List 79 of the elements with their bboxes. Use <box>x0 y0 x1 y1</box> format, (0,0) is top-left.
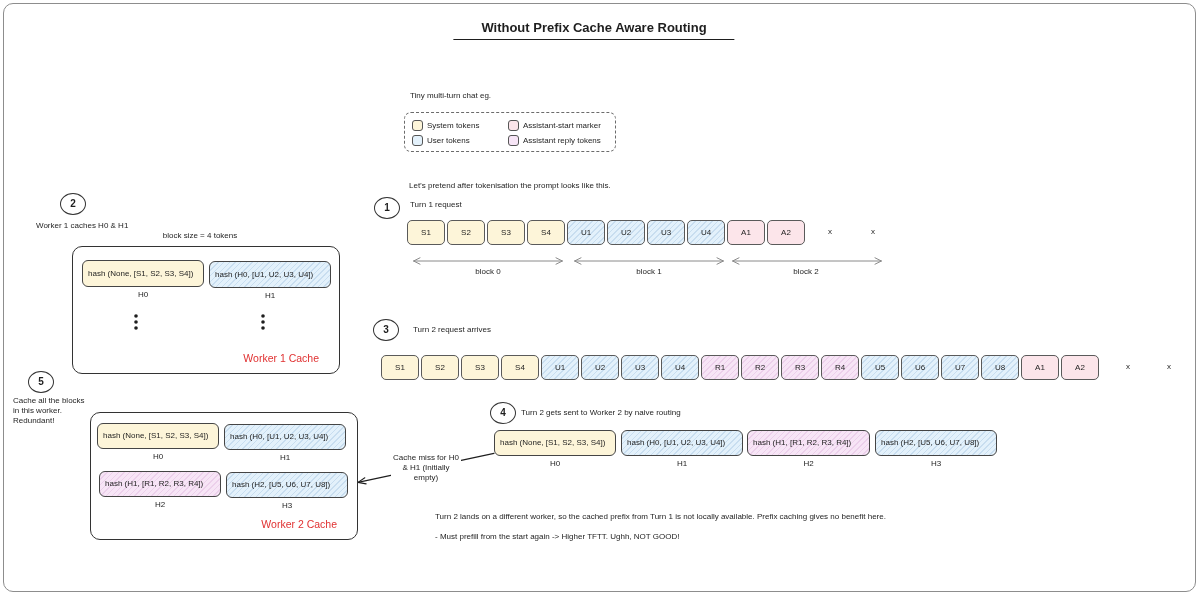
hash-label: H3 <box>930 459 942 469</box>
hash-label: H3 <box>281 501 293 511</box>
token-box: R3 <box>781 355 819 380</box>
note-text: Turn 2 lands on a different worker, so the cached prefix from Turn 1 is not locally available. Prefix caching gives no benefit here. <box>435 512 886 522</box>
token-box: R4 <box>821 355 859 380</box>
caption-text: Let’s pretend after tokenisation the prompt looks like this. <box>409 181 611 191</box>
token-box: R1 <box>701 355 739 380</box>
caption-text: Tiny multi-turn chat eg. <box>410 91 492 101</box>
note-text: block size = 4 tokens <box>162 231 238 241</box>
dimension-label: block 2 <box>793 267 819 277</box>
token-box: A2 <box>1061 355 1099 380</box>
legend-label: Assistant-start marker <box>523 120 601 131</box>
hash-label: H2 <box>803 459 814 469</box>
token-box: A1 <box>1021 355 1059 380</box>
hash-box: hash (H0, [U1, U2, U3, U4]) <box>209 261 331 288</box>
step-circle: 2 <box>60 193 86 215</box>
token-box: S1 <box>381 355 419 380</box>
hash-box: hash (H0, [U1, U2, U3, U4]) <box>224 424 346 450</box>
token-box: S4 <box>527 220 565 245</box>
cache-panel <box>72 246 340 374</box>
token-box: U7 <box>941 355 979 380</box>
step-caption: Turn 2 request arrives <box>413 325 491 335</box>
token-box: U4 <box>687 220 725 245</box>
panel-title: Worker 1 Cache <box>243 352 319 364</box>
hash-box: hash (H1, [R1, R2, R3, R4]) <box>747 430 870 456</box>
token-box: S2 <box>447 220 485 245</box>
step-caption: Turn 2 gets sent to Worker 2 by naive routing <box>521 408 681 418</box>
step-circle: 3 <box>373 319 399 341</box>
dimension-label: block 0 <box>475 267 501 277</box>
hash-label: H2 <box>154 500 166 510</box>
panel-title: Worker 2 Cache <box>261 518 337 530</box>
legend-label: System tokens <box>427 120 480 131</box>
hash-label: H0 <box>549 459 561 469</box>
hash-box: hash (None, [S1, S2, S3, S4]) <box>97 423 219 449</box>
hash-box: hash (H2, [U5, U6, U7, U8]) <box>226 472 348 498</box>
hash-label: H0 <box>137 290 149 300</box>
token-box: U3 <box>621 355 659 380</box>
token-box: S3 <box>461 355 499 380</box>
step-circle: 5 <box>28 371 54 393</box>
step-caption: Worker 1 caches H0 & H1 <box>36 221 129 231</box>
step-circle: 1 <box>374 197 400 219</box>
token-box: A2 <box>767 220 805 245</box>
token-box: U3 <box>647 220 685 245</box>
legend-label: User tokens <box>427 135 470 146</box>
token-box: U4 <box>661 355 699 380</box>
token-box: S4 <box>501 355 539 380</box>
step-caption: Cache all the blocks in this worker. Redundant! <box>13 396 86 426</box>
note-text: - Must prefill from the start again -> Higher TFTT. Ughh, NOT GOOD! <box>435 532 680 542</box>
token-box: S1 <box>407 220 445 245</box>
empty-slot-mark: x <box>871 227 875 237</box>
token-box: U1 <box>541 355 579 380</box>
hash-box: hash (H0, [U1, U2, U3, U4]) <box>621 430 743 456</box>
hash-label: H1 <box>264 291 276 301</box>
hash-label: H0 <box>152 452 164 462</box>
token-box: S3 <box>487 220 525 245</box>
token-box: A1 <box>727 220 765 245</box>
token-box: U6 <box>901 355 939 380</box>
empty-slot-mark: x <box>1167 362 1171 372</box>
diagram-title: Without Prefix Cache Aware Routing <box>453 20 735 40</box>
hash-box: hash (None, [S1, S2, S3, S4]) <box>82 260 204 287</box>
hash-box: hash (None, [S1, S2, S3, S4]) <box>494 430 616 456</box>
token-box: U8 <box>981 355 1019 380</box>
hash-label: H1 <box>676 459 688 469</box>
token-box: U5 <box>861 355 899 380</box>
empty-slot-mark: x <box>828 227 832 237</box>
hash-label: H1 <box>279 453 291 463</box>
token-box: S2 <box>421 355 459 380</box>
token-box: R2 <box>741 355 779 380</box>
token-box: U2 <box>581 355 619 380</box>
step-caption: Turn 1 request <box>410 200 462 210</box>
cache-panel <box>90 412 358 540</box>
empty-slot-mark: x <box>1126 362 1130 372</box>
hash-box: hash (H1, [R1, R2, R3, R4]) <box>99 471 221 497</box>
step-circle: 4 <box>490 402 516 424</box>
token-box: U1 <box>567 220 605 245</box>
token-box: U2 <box>607 220 645 245</box>
legend-label: Assistant reply tokens <box>523 135 601 146</box>
hash-box: hash (H2, [U5, U6, U7, U8]) <box>875 430 997 456</box>
dimension-label: block 1 <box>636 267 662 277</box>
